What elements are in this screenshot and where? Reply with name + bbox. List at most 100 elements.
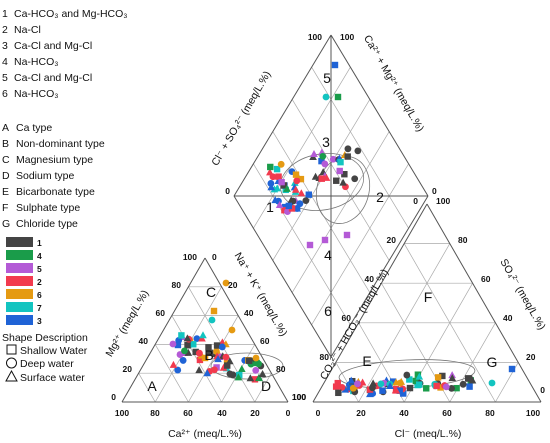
sample-point [195,349,203,357]
sample-point [169,360,178,368]
tick-cation-right-40: 40 [244,308,254,318]
sample-point [448,384,455,392]
sample-point [192,348,199,356]
sample-point [245,357,253,364]
sample-point [210,307,218,315]
sample-point [287,196,295,204]
sample-point [448,374,457,382]
sample-point [196,356,204,364]
sample-point [442,383,450,391]
sample-point [174,366,182,374]
sample-point [488,379,496,387]
tick-cation-right-80: 80 [276,364,286,374]
cation-zone-c: C [206,284,216,300]
anion-triangle-grid [403,243,496,403]
sample-point [423,385,430,392]
sample-point [319,152,327,160]
legend-num-1: 1 [2,8,8,20]
sample-point [344,145,352,153]
legend-letter-e-label: Bicarbonate type [16,186,95,198]
legend-label-3: Ca-Cl and Mg-Cl [14,40,92,52]
legend-letter-a-label: Ca type [16,122,52,134]
series-label-2: 2 [37,277,42,287]
sample-point [273,184,281,192]
tick-anion-bottom-40: 40 [399,408,409,418]
diamond-border [330,34,429,197]
diamond-grid [253,163,351,325]
sample-point [199,331,207,339]
tick-cation-right-60: 60 [260,336,270,346]
tick-anion-right-20: 20 [526,352,536,362]
tick-anion-right-60: 60 [481,274,491,284]
tick-cation-right-0: 0 [212,252,217,262]
sample-point [351,175,359,183]
tick-anion-left-100: 100 [292,392,306,402]
sample-point [203,369,212,377]
tick-cation-bottom-20: 20 [250,408,260,418]
sample-point [213,342,221,349]
sample-point [216,353,223,360]
sample-point [275,201,284,209]
tick-cation-bottom-80: 80 [150,408,160,418]
cluster-outline [279,153,365,211]
series-swatch-2 [6,276,33,286]
sample-point [377,380,385,388]
diamond-zone-1: 1 [266,199,274,215]
sample-point [252,354,260,362]
sample-point [329,155,337,163]
cation-left-axis-title: Mg²⁺ (meq/L.%) [103,288,151,359]
sample-point [318,157,325,165]
legend-label-2: Na-Cl [14,24,41,36]
diamond-grid [272,131,371,293]
shape-legend-title: Shape Description [2,332,88,344]
sample-point [293,177,301,185]
sample-point [406,376,413,383]
diamond-zone-3: 3 [322,134,330,150]
sample-point [178,332,185,339]
anion-triangle-grid [335,362,359,403]
sample-point [258,369,267,377]
sample-point [343,231,351,239]
sample-point [466,383,473,390]
cation-zone-a: A [147,378,157,394]
sample-point [453,384,460,392]
sample-point [389,378,397,385]
sample-point [277,160,285,168]
sample-point [255,374,263,382]
shape-label-shallow: Shallow Water [20,345,88,357]
series-label-6: 6 [37,290,42,300]
tick-cation-left-0: 0 [111,392,116,402]
anion-triangle-border [426,203,542,403]
series-swatch-4 [6,250,33,260]
anion-zone-f: F [424,289,433,305]
sample-point [415,372,424,380]
sample-point [347,376,356,384]
tick-anion-right-80: 80 [458,235,468,245]
sample-point [190,341,197,348]
tick-anion-bottom-100: 100 [526,408,540,418]
sample-point [297,189,306,197]
cation-right-axis-title: Na⁺ + K⁺ (meq/L.%) [232,250,290,338]
sample-point [292,171,300,178]
anion-zone-e: E [362,353,371,369]
sample-point [267,163,274,171]
legend-letter-f: F [2,202,8,214]
sample-point [255,360,262,368]
sample-point [302,197,310,205]
sample-point [332,383,340,390]
series-swatch-1 [6,237,33,247]
diamond-grid [311,67,409,229]
series-label-5: 5 [37,264,42,274]
tick-anion-left-0: 0 [413,196,418,206]
sample-point [222,353,230,361]
diamond-grid [291,131,390,293]
sample-point [218,343,226,351]
anion-triangle-border [312,203,428,403]
sample-point [205,344,212,351]
sample-point [181,347,188,355]
cation-triangle-grid [254,373,272,403]
sample-point [206,349,214,357]
legend-letter-g-label: Chloride type [16,218,78,230]
diamond-border [233,195,332,358]
sample-point [321,160,329,168]
